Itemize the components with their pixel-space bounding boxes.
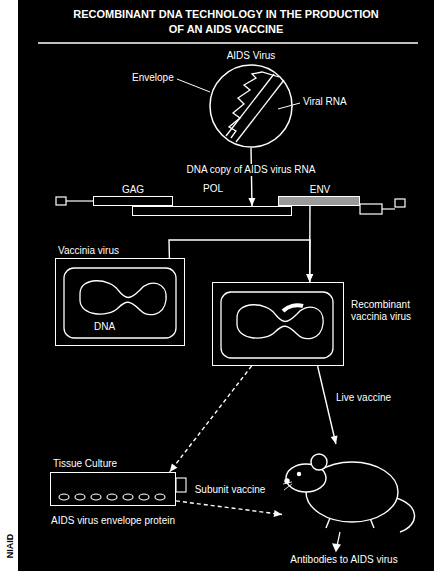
edge-label: Subunit vaccine	[193, 484, 268, 496]
credit-watermark: NIAID	[4, 528, 16, 564]
edge-label: DNA copy of AIDS virus RNA	[185, 164, 318, 176]
node-label: Antibodies to AIDS virus	[290, 554, 397, 566]
gene-segment: GAG	[93, 196, 173, 206]
arrowhead	[274, 510, 282, 517]
title-rule	[38, 42, 418, 44]
node-label: ENV	[310, 184, 331, 196]
tissue-cells	[59, 478, 186, 500]
node-label: AIDS Virus	[227, 50, 276, 62]
edge-label: Live vaccine	[334, 392, 393, 404]
node-label: Recombinant vaccinia virus	[351, 299, 427, 323]
node-label: AIDS virus envelope protein	[51, 515, 175, 527]
node-label: GAG	[122, 184, 144, 196]
connector-line	[176, 501, 282, 515]
node-label: Vaccinia virus	[58, 245, 119, 257]
gene-segment: POL	[132, 206, 292, 216]
connector	[248, 148, 255, 206]
gene-segment: ENV	[278, 196, 360, 206]
part-label: DNA	[94, 321, 115, 333]
arrowhead	[170, 464, 178, 472]
arrowhead	[306, 274, 313, 282]
connector-line	[170, 366, 252, 472]
diagram-title: RECOMBINANT DNA TECHNOLOGY IN THE PRODUC…	[66, 7, 386, 37]
dashed-connector	[170, 366, 252, 472]
tissue-culture-flask: Tissue CultureAIDS virus envelope protei…	[50, 472, 176, 506]
dashed-connector	[176, 501, 282, 517]
leader-line	[177, 79, 210, 92]
virus-outline	[209, 64, 293, 148]
recombinant-box: Recombinant vaccinia virus	[212, 282, 344, 366]
connector	[318, 366, 338, 444]
arrowhead	[306, 274, 313, 282]
node-label: POL	[203, 183, 223, 195]
leader-line	[278, 103, 300, 109]
recombinant-dna	[221, 292, 333, 358]
result-arrow	[333, 532, 340, 551]
connector-line	[318, 366, 336, 444]
connector-line	[169, 240, 310, 282]
vaccinia-dna	[64, 268, 176, 338]
node-label: Tissue Culture	[53, 458, 117, 470]
virus-envelope	[210, 65, 292, 147]
mouse-figure	[283, 454, 415, 532]
virus-core	[226, 72, 284, 142]
part-label: Envelope	[132, 72, 174, 84]
mouse-node: Antibodies to AIDS virus	[282, 444, 406, 538]
connector-line	[251, 148, 252, 206]
vaccinia-box: Vaccinia virus	[55, 258, 185, 346]
arrowhead	[331, 435, 338, 444]
virus-circle: AIDS Virus	[209, 64, 293, 148]
part-label: Viral RNA	[303, 96, 347, 108]
connector	[169, 240, 313, 282]
arrowhead	[248, 198, 255, 206]
